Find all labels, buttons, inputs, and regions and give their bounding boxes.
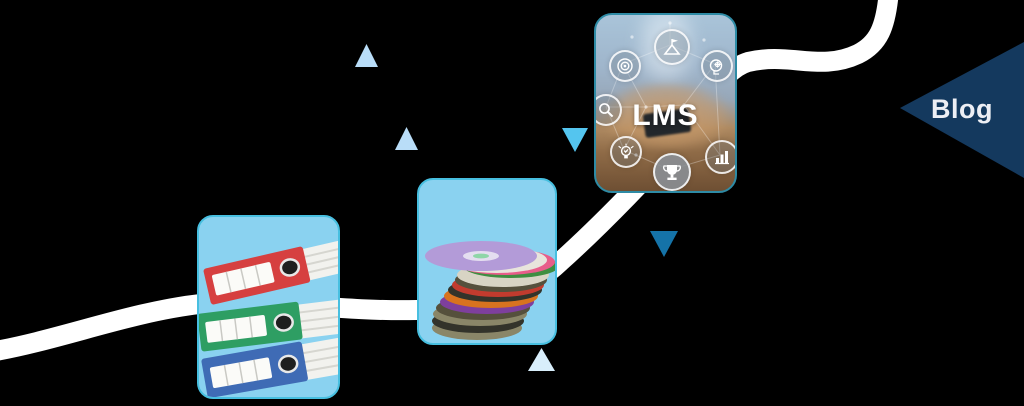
- triangle-down-icon: [562, 128, 588, 152]
- trophy-icon: [653, 153, 691, 191]
- search-icon: [596, 94, 622, 126]
- triangle-up-icon: [355, 44, 378, 67]
- blog-flag: [900, 42, 1024, 178]
- goal-climb-icon: [654, 29, 690, 65]
- blog-label: Blog: [931, 94, 993, 124]
- triangle-up-icon: [395, 127, 418, 150]
- triangle-down-icon: [650, 231, 678, 257]
- lms-card: LMS: [594, 13, 737, 193]
- cds-card: [417, 178, 557, 345]
- binders-card: [197, 215, 340, 399]
- triangle-up-icon: [528, 348, 555, 371]
- lms-title: LMS: [632, 99, 699, 132]
- blog-arrow-icon: [900, 42, 1024, 178]
- binders-image: [199, 236, 338, 397]
- lightbulb-icon: [610, 136, 642, 168]
- target-icon: [609, 50, 641, 82]
- bar-chart-icon: [705, 140, 735, 174]
- head-gears-icon: [701, 50, 733, 82]
- cds-image: [425, 241, 555, 340]
